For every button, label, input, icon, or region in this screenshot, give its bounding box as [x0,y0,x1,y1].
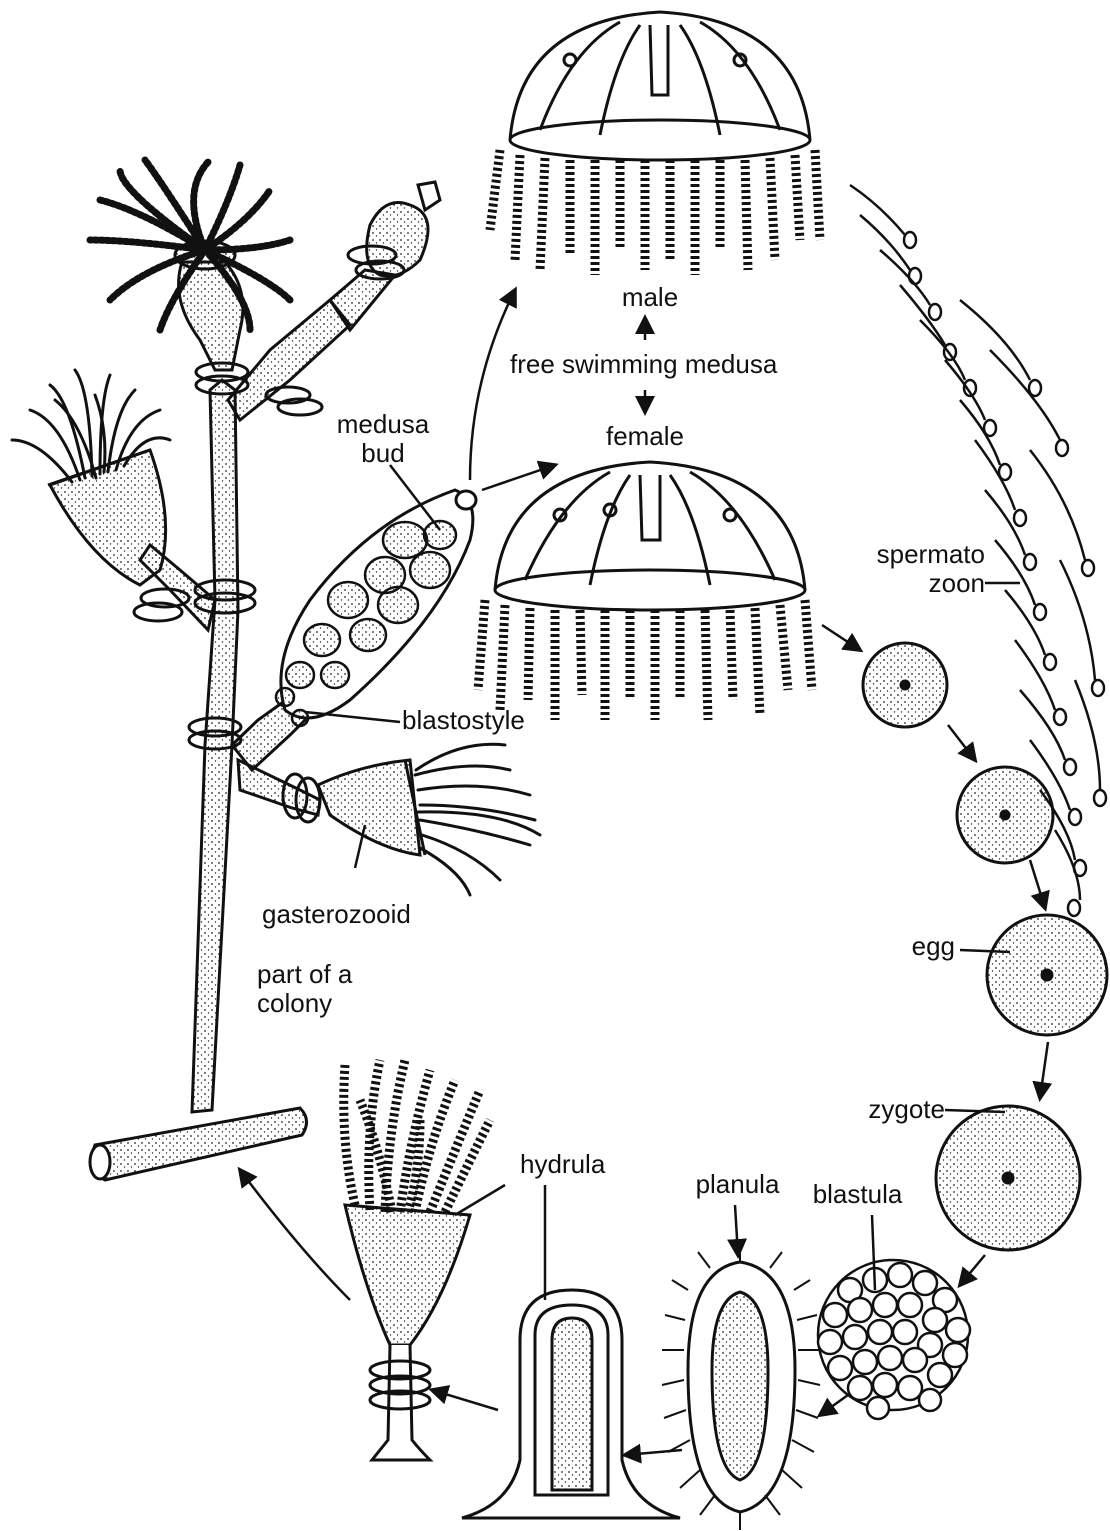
young-hydrula [462,1290,680,1518]
label-medusa-bud: medusa bud [318,410,448,467]
label-part-of-colony-line1: part of a [257,960,352,989]
hydrula-tentacles [344,1060,490,1212]
label-blastula: blastula [795,1180,920,1209]
label-planula: planula [670,1170,805,1199]
label-spermatozoon: spermato zoon [820,540,985,597]
label-blastostyle: blastostyle [402,706,525,735]
female-medusa [495,462,805,610]
label-free-swimming-medusa: free swimming medusa [510,350,777,379]
label-part-of-colony: part of a colony [257,960,352,1017]
lower-right-gasterozooid [318,760,425,855]
label-medusa-bud-line2: bud [318,439,448,468]
male-medusa [510,12,810,160]
label-spermatozoon-line1: spermato [820,540,985,569]
label-medusa-bud-line1: medusa [318,410,448,439]
top-bud-polyp [330,182,440,330]
planula [688,1262,795,1512]
label-hydrula: hydrula [520,1150,605,1179]
label-female: female [585,422,705,451]
colony-stem [90,300,350,1180]
label-zygote: zygote [825,1095,945,1124]
hydrula-polyp [345,1205,470,1460]
label-egg: egg [880,932,955,961]
blastula [818,1260,970,1419]
lower-right-tentacles [415,744,540,895]
label-part-of-colony-line2: colony [257,989,352,1018]
label-spermatozoon-line2: zoon [820,569,985,598]
label-gasterozooid: gasterozooid [262,900,411,929]
male-medusa-tentacles [490,150,820,275]
female-medusa-tentacles [478,600,812,720]
label-male: male [600,283,700,312]
